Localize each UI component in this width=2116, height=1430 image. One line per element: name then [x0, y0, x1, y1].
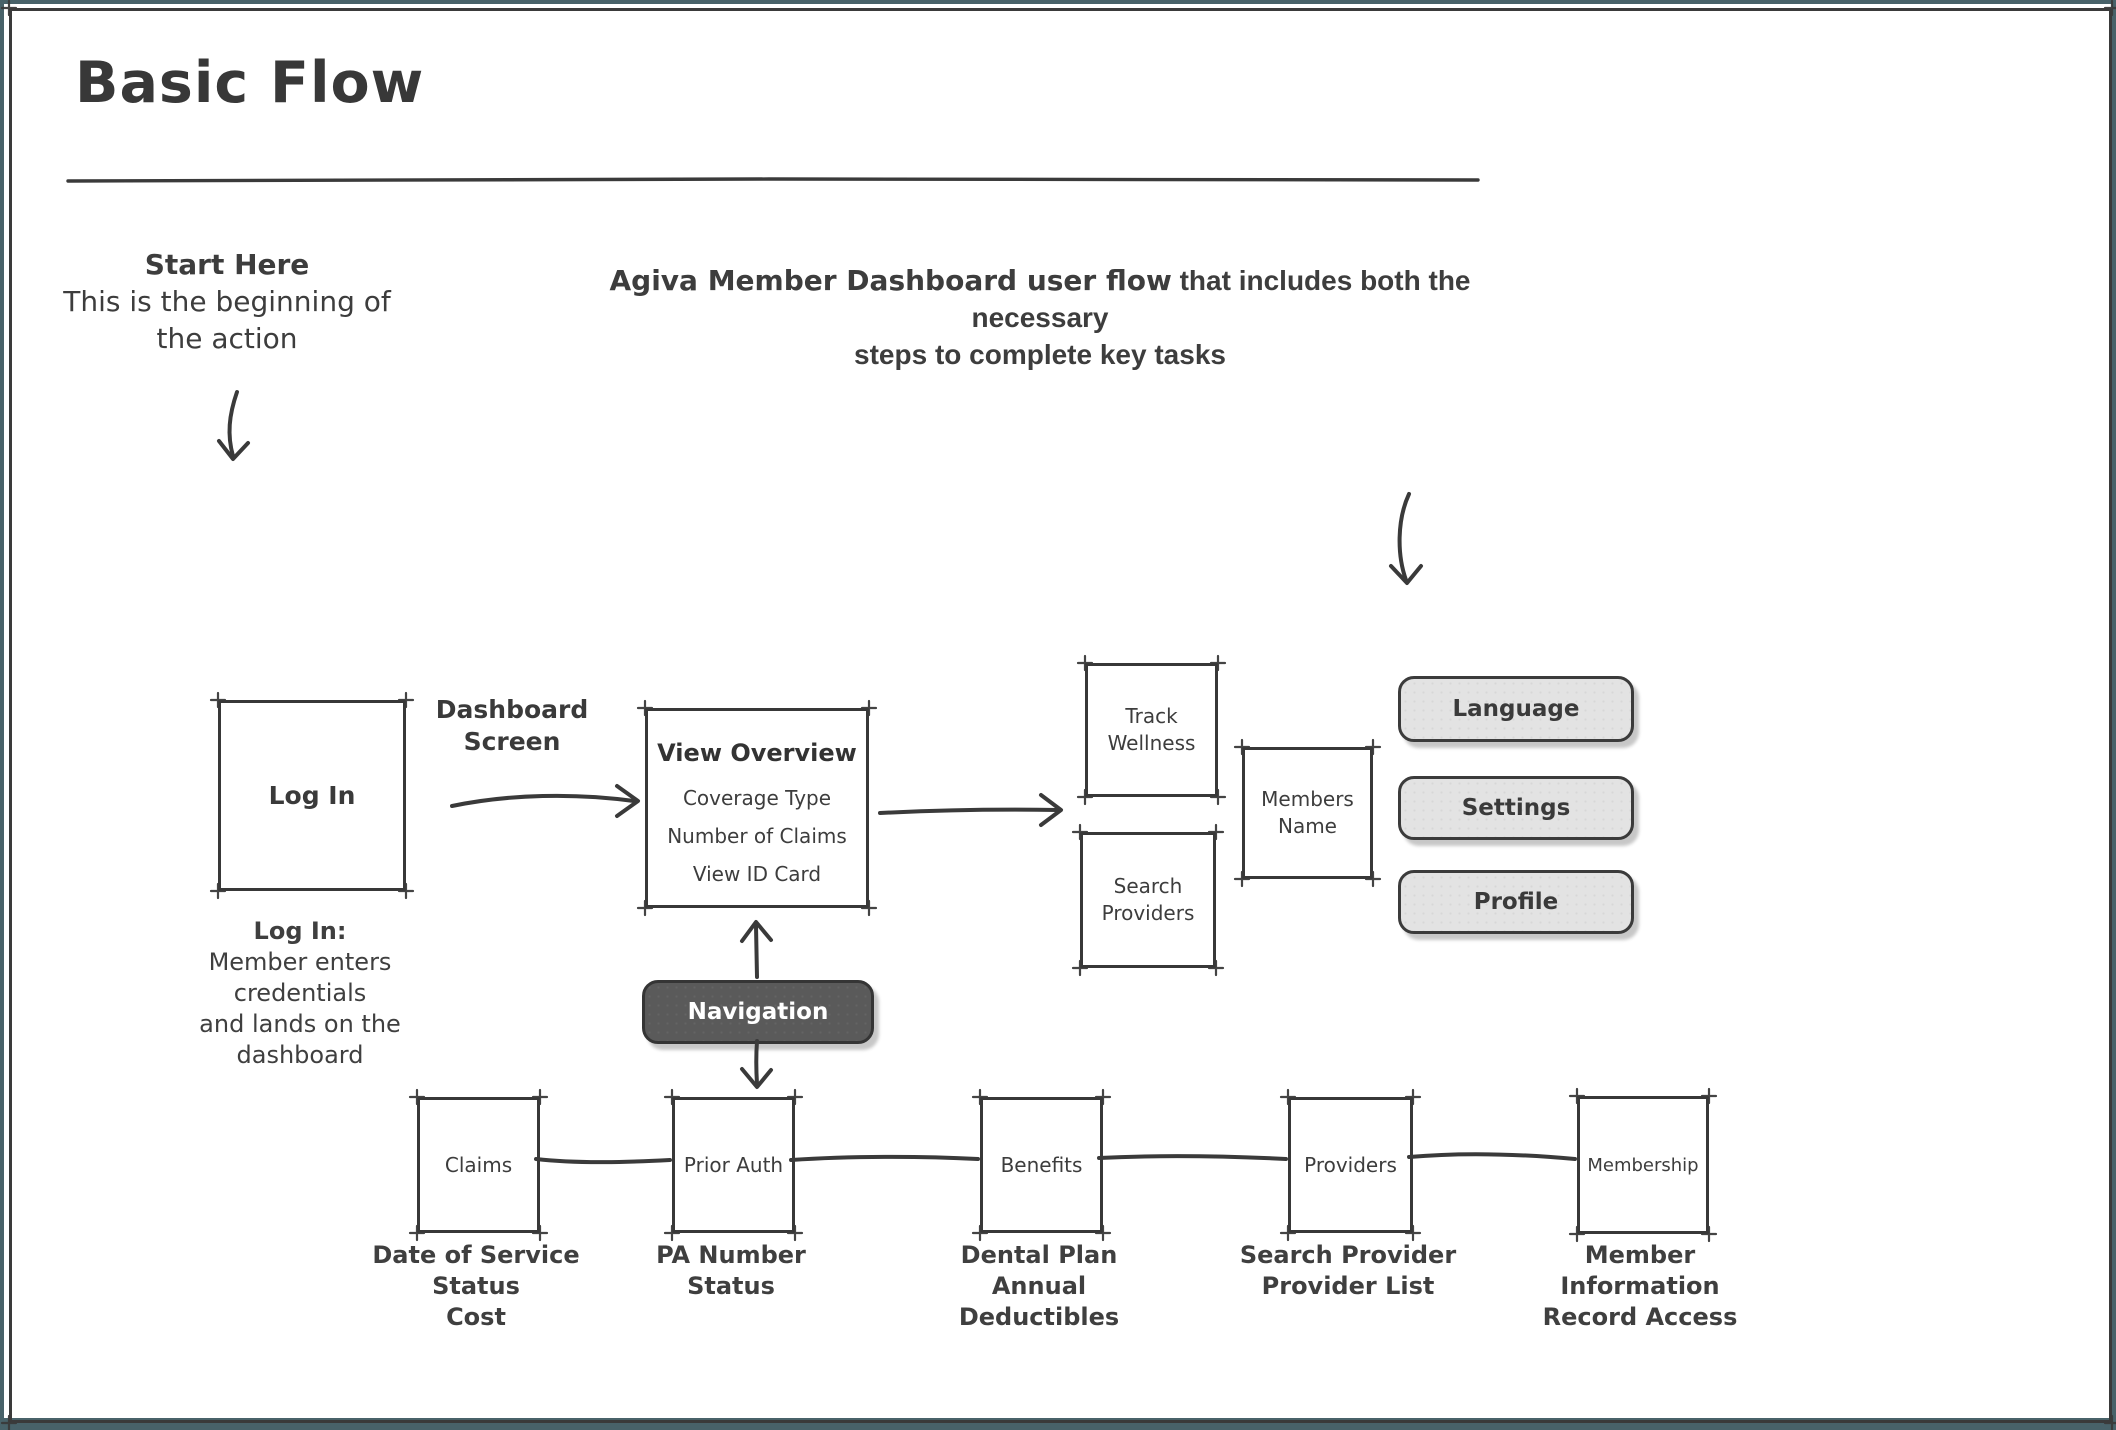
dashboard-screen-line1: Dashboard: [435, 695, 589, 724]
view-overview-item-idcard: View ID Card: [692, 862, 822, 886]
caption-providers-line1: Search Provider: [1239, 1241, 1457, 1269]
navigation-button[interactable]: Navigation: [642, 980, 874, 1044]
view-overview-item-claims: Number of Claims: [667, 824, 847, 848]
nav-box-claims[interactable]: Claims: [417, 1097, 540, 1233]
flow-note-rest: that includes both the necessary: [971, 265, 1471, 333]
members-name-box[interactable]: Members Name: [1242, 747, 1373, 879]
login-label: Log In: [268, 781, 356, 810]
profile-button-label: Profile: [1473, 889, 1559, 915]
nav-box-providers[interactable]: Providers: [1288, 1097, 1413, 1233]
caption-claims: Date of Service Status Cost: [346, 1240, 606, 1333]
caption-providers: Search Provider Provider List: [1218, 1240, 1478, 1302]
caption-prior-auth: PA Number Status: [601, 1240, 861, 1302]
caption-membership-line2: Record Access: [1542, 1303, 1738, 1331]
search-providers-line1: Search: [1113, 874, 1183, 898]
start-note-line1: This is the beginning of: [63, 285, 391, 318]
providers-label: Providers: [1304, 1152, 1397, 1177]
caption-benefits-line1: Dental Plan: [960, 1241, 1118, 1269]
view-overview-item-coverage: Coverage Type: [682, 786, 832, 810]
caption-membership-line1: Member Information: [1560, 1241, 1720, 1300]
track-wellness-line1: Track: [1125, 704, 1178, 728]
start-note-heading: Start Here: [144, 248, 310, 281]
page-title: Basic Flow: [75, 50, 425, 116]
caption-benefits-line2: Annual Deductibles: [958, 1272, 1120, 1331]
claims-label: Claims: [444, 1152, 513, 1177]
language-button-label: Language: [1452, 696, 1580, 722]
caption-membership: Member Information Record Access: [1510, 1240, 1770, 1333]
members-name-line1: Members: [1261, 787, 1354, 811]
canvas-frame: [9, 8, 2112, 1423]
benefits-label: Benefits: [1000, 1152, 1083, 1177]
caption-prior-auth-line1: PA Number: [656, 1241, 806, 1269]
track-wellness-line2: Wellness: [1107, 731, 1196, 755]
profile-button[interactable]: Profile: [1398, 870, 1634, 934]
login-caption-line2: and lands on the dashboard: [199, 1010, 401, 1069]
members-name-line2: Name: [1277, 814, 1337, 838]
dashboard-screen-line2: Screen: [463, 727, 561, 756]
dashboard-screen-label: Dashboard Screen: [392, 694, 632, 758]
caption-claims-line1: Date of Service: [372, 1241, 580, 1269]
nav-box-benefits[interactable]: Benefits: [980, 1097, 1103, 1233]
flow-note-line2: steps to complete key tasks: [854, 339, 1226, 370]
search-providers-line2: Providers: [1101, 901, 1195, 925]
language-button[interactable]: Language: [1398, 676, 1634, 742]
login-box[interactable]: Log In: [218, 700, 406, 891]
nav-box-membership[interactable]: Membership: [1577, 1096, 1709, 1234]
caption-claims-line3: Cost: [446, 1303, 506, 1331]
prior-auth-label: Prior Auth: [683, 1152, 784, 1177]
flow-note-line1: Agiva Member Dashboard user flow that in…: [570, 262, 1510, 336]
login-caption-heading: Log In:: [253, 917, 347, 945]
caption-claims-line2: Status: [432, 1272, 520, 1300]
track-wellness-box[interactable]: Track Wellness: [1085, 663, 1218, 797]
settings-button[interactable]: Settings: [1398, 776, 1634, 840]
caption-benefits: Dental Plan Annual Deductibles: [909, 1240, 1169, 1333]
view-overview-box[interactable]: View Overview Coverage Type Number of Cl…: [645, 708, 869, 908]
caption-prior-auth-line2: Status: [687, 1272, 775, 1300]
nav-box-prior-auth[interactable]: Prior Auth: [672, 1097, 795, 1233]
flow-note: Agiva Member Dashboard user flow that in…: [570, 262, 1510, 373]
start-note-line2: the action: [156, 322, 298, 355]
login-caption-line1: Member enters credentials: [208, 948, 392, 1007]
caption-providers-line2: Provider List: [1261, 1272, 1435, 1300]
login-caption: Log In: Member enters credentials and la…: [140, 916, 460, 1071]
search-providers-box[interactable]: Search Providers: [1080, 832, 1216, 968]
flow-note-emphasis: Agiva Member Dashboard user flow: [609, 264, 1172, 297]
membership-label: Membership: [1587, 1154, 1699, 1176]
start-note: Start Here This is the beginning of the …: [47, 246, 407, 357]
navigation-button-label: Navigation: [687, 999, 829, 1025]
view-overview-title: View Overview: [657, 739, 857, 767]
settings-button-label: Settings: [1461, 795, 1571, 821]
